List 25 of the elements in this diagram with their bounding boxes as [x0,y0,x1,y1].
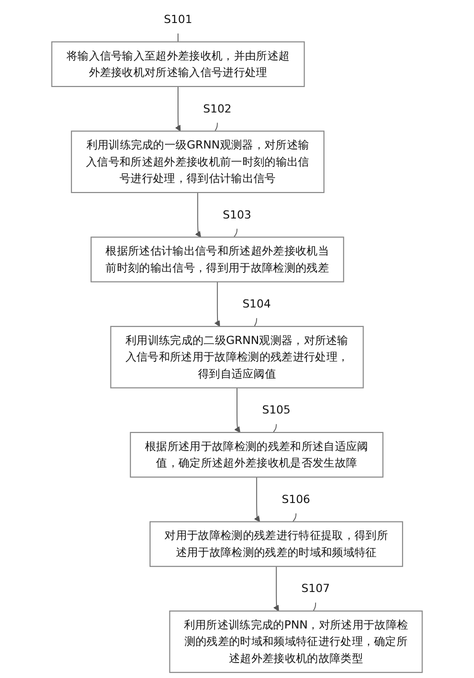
arrow [174,86,181,132]
node-box: 将输入信号输入至超外差接收机，并由所述超外差接收机对所述输入信号进行处理 [51,41,305,88]
node-box: 根据所述估计输出信号和所述超外差接收机当前时刻的输出信号，得到用于故障检测的残差 [90,236,344,282]
node-text: S103 [222,208,252,222]
node-text: S107 [301,582,330,595]
arrow [254,476,260,522]
arrow [194,192,202,238]
connector [272,424,277,433]
node-box: 对用于故障检测的残差进行特征提取，得到所述用于故障检测的残差的时域和频域特征 [150,521,404,567]
connector [233,228,238,238]
arrow [214,281,220,327]
node-text: S101 [164,12,192,26]
node-text: S106 [282,492,310,506]
node-box: 根据所述用于故障检测的残差和所述自适应阈值，确定所述超外差接收机是否发生故障 [130,432,384,478]
connector [254,318,258,327]
node-box: 利用所述训练完成的PNN，对所述用于故障检测的残差的时域和频域特征进行处理，确定所述超外差接收机的故障类型 [169,610,423,673]
node-text: S104 [242,297,271,310]
connector [292,512,296,522]
node-text: S102 [203,102,232,116]
node-box: 利用训练完成的二级GRNN观测器，对所述输入信号和所述用于故障检测的残差进行处理，得到自适应阈值 [110,326,364,388]
arrow [273,566,279,612]
arrow [234,387,240,433]
connector [312,602,316,612]
node-box: 利用训练完成的一级GRNN观测器，对所述输入信号和所述超外差接收机前一时刻的输出信号进行处理，得到估计输出信号 [70,130,324,194]
node-text: S105 [262,403,291,416]
